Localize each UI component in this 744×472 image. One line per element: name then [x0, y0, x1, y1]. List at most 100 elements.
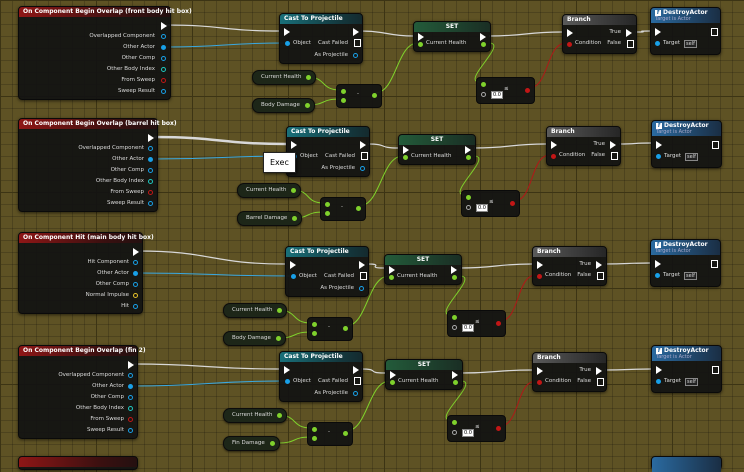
- bool-pin[interactable]: [496, 321, 501, 326]
- exec-out-pin[interactable]: [597, 272, 604, 280]
- compare-value[interactable]: 0.0: [476, 204, 488, 212]
- subtract-node-3[interactable]: -: [307, 317, 353, 341]
- exec-in-pin[interactable]: [291, 141, 297, 149]
- subtract-node-4[interactable]: -: [307, 422, 353, 446]
- object-pin[interactable]: [161, 45, 166, 50]
- cast-node-3[interactable]: Cast To Projectile Object Cast Failed As…: [285, 246, 369, 297]
- damage-getter-2[interactable]: Barrel Damage: [237, 211, 303, 226]
- set-node-1[interactable]: SET Current Health: [413, 21, 491, 52]
- object-pin[interactable]: [148, 168, 153, 173]
- exec-out-pin[interactable]: [627, 40, 634, 48]
- exec-out-pin[interactable]: [161, 22, 167, 30]
- exec-out-pin[interactable]: [626, 29, 632, 37]
- bool-pin[interactable]: [537, 380, 542, 385]
- event-node-3[interactable]: On Component Hit (main body hit box) Hit…: [18, 232, 154, 314]
- exec-in-pin[interactable]: [290, 261, 296, 269]
- compare-node-3[interactable]: 0.0 ≤: [447, 310, 506, 337]
- exec-out-pin[interactable]: [611, 152, 618, 160]
- bool-pin[interactable]: [525, 88, 530, 93]
- float-pin[interactable]: [481, 42, 486, 47]
- current-health-getter-3[interactable]: Current Health: [223, 303, 288, 318]
- float-pin[interactable]: [403, 155, 408, 160]
- object-pin[interactable]: [655, 41, 660, 46]
- exec-in-pin[interactable]: [567, 29, 573, 37]
- compare-node-1[interactable]: 0.0 ≤: [476, 77, 535, 104]
- float-pin[interactable]: [277, 308, 283, 313]
- bool-pin[interactable]: [537, 274, 542, 279]
- object-pin[interactable]: [148, 157, 153, 162]
- exec-in-pin[interactable]: [284, 366, 290, 374]
- struct-pin[interactable]: [128, 428, 133, 433]
- compare-node-4[interactable]: 0.0 ≤: [447, 415, 506, 442]
- float-pin[interactable]: [312, 331, 317, 336]
- object-pin[interactable]: [353, 391, 358, 396]
- exec-out-pin[interactable]: [451, 266, 457, 274]
- exec-in-pin[interactable]: [284, 28, 290, 36]
- object-pin[interactable]: [285, 379, 290, 384]
- object-pin[interactable]: [656, 154, 661, 159]
- subtract-node-2[interactable]: -: [320, 197, 366, 221]
- exec-in-pin[interactable]: [418, 33, 424, 41]
- exec-out-pin[interactable]: [361, 152, 368, 160]
- object-pin[interactable]: [128, 395, 133, 400]
- object-pin[interactable]: [656, 379, 661, 384]
- object-pin[interactable]: [133, 271, 138, 276]
- struct-pin[interactable]: [161, 89, 166, 94]
- object-pin[interactable]: [148, 146, 153, 151]
- float-pin[interactable]: [452, 325, 457, 330]
- float-pin[interactable]: [452, 430, 457, 435]
- branch-node-1[interactable]: Branch True Condition False: [562, 14, 637, 54]
- cast-node-2[interactable]: Cast To Projectile Object Cast Failed As…: [286, 126, 370, 177]
- object-pin[interactable]: [360, 166, 365, 171]
- current-health-getter-2[interactable]: Current Health: [237, 183, 302, 198]
- float-pin[interactable]: [277, 413, 283, 418]
- bool-pin[interactable]: [496, 426, 501, 431]
- float-pin[interactable]: [481, 92, 486, 97]
- object-pin[interactable]: [285, 41, 290, 46]
- float-pin[interactable]: [452, 275, 457, 280]
- current-health-getter-4[interactable]: Current Health: [223, 408, 288, 423]
- struct-pin[interactable]: [148, 201, 153, 206]
- float-pin[interactable]: [389, 275, 394, 280]
- float-pin[interactable]: [418, 42, 423, 47]
- exec-out-pin[interactable]: [359, 261, 365, 269]
- event-node-2[interactable]: On Component Begin Overlap (barrel hit b…: [18, 118, 177, 212]
- float-pin[interactable]: [452, 420, 457, 425]
- damage-getter-1[interactable]: Body Damage: [252, 98, 315, 113]
- exec-out-pin[interactable]: [711, 260, 718, 268]
- float-pin[interactable]: [390, 380, 395, 385]
- branch-node-2[interactable]: Branch True Condition False: [546, 126, 621, 166]
- float-pin[interactable]: [452, 315, 457, 320]
- exec-out-pin[interactable]: [148, 134, 154, 142]
- float-pin[interactable]: [466, 205, 471, 210]
- float-pin[interactable]: [341, 98, 346, 103]
- int-pin[interactable]: [161, 67, 166, 72]
- float-pin[interactable]: [312, 436, 317, 441]
- bool-pin[interactable]: [148, 190, 153, 195]
- float-pin[interactable]: [325, 202, 330, 207]
- exec-in-pin[interactable]: [390, 371, 396, 379]
- object-pin[interactable]: [161, 56, 166, 61]
- object-pin[interactable]: [291, 274, 296, 279]
- event-node-4[interactable]: On Component Begin Overlap (fin 2) Overl…: [18, 345, 146, 439]
- float-pin[interactable]: [312, 427, 317, 432]
- object-pin[interactable]: [133, 282, 138, 287]
- exec-out-pin[interactable]: [597, 378, 604, 386]
- int-pin[interactable]: [128, 406, 133, 411]
- exec-in-pin[interactable]: [403, 146, 409, 154]
- event-node-1[interactable]: On Component Begin Overlap (front body h…: [18, 6, 192, 100]
- float-pin[interactable]: [275, 336, 281, 341]
- compare-value[interactable]: 0.0: [462, 429, 474, 437]
- float-pin[interactable]: [291, 188, 297, 193]
- bool-pin[interactable]: [510, 201, 515, 206]
- object-pin[interactable]: [133, 260, 138, 265]
- event-node-5-partial[interactable]: [18, 456, 138, 470]
- float-pin[interactable]: [466, 155, 471, 160]
- exec-out-pin[interactable]: [354, 39, 361, 47]
- compare-value[interactable]: 0.0: [491, 91, 503, 99]
- branch-node-3[interactable]: Branch True Condition False: [532, 246, 607, 286]
- exec-out-pin[interactable]: [712, 141, 719, 149]
